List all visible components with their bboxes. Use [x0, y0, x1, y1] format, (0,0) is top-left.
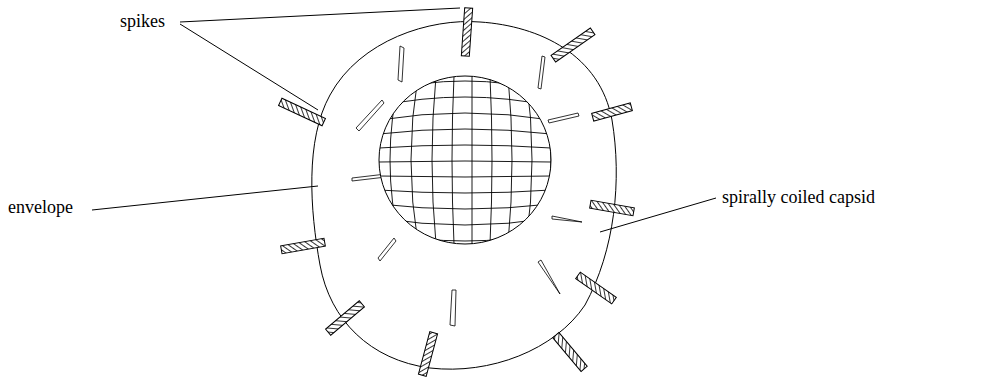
- leader-lines: [92, 8, 716, 232]
- part-label: spirally coiled capsid: [722, 188, 875, 208]
- spike-symbols: [279, 8, 635, 377]
- envelope-slits: [352, 46, 582, 326]
- part-label: envelope: [8, 198, 73, 218]
- capsid-sphere: [379, 76, 551, 244]
- part-label: spikes: [120, 12, 165, 32]
- envelope-outline: [312, 22, 616, 370]
